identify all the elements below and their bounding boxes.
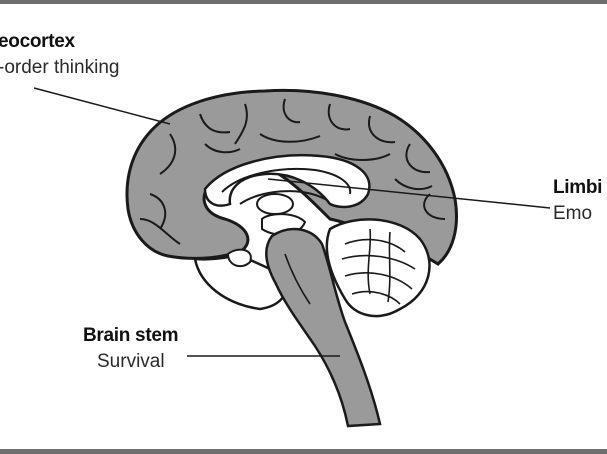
brain-stem-subtitle: Survival	[97, 351, 165, 372]
cerebellum	[325, 218, 431, 318]
brain-illustration	[33, 87, 551, 428]
neocortex-leader-line	[33, 87, 171, 125]
limbic-leader-line	[267, 178, 551, 209]
brain-stem-title: Brain stem	[83, 325, 179, 346]
cerebellum-folia	[341, 228, 416, 305]
neocortex-title: eocortex	[0, 31, 75, 52]
neocortex-subtitle: -order thinking	[0, 57, 120, 78]
limbic-region	[203, 154, 371, 209]
neocortex-label: eocortex -order thinking	[0, 32, 119, 77]
cortex-folds	[139, 98, 446, 245]
brain-stem-label: Brain stem Survival	[83, 325, 179, 372]
limbic-subtitle: Emo	[553, 203, 593, 224]
limbic-label: Limbi Emo	[553, 178, 602, 223]
limbic-title: Limbi	[553, 177, 603, 198]
